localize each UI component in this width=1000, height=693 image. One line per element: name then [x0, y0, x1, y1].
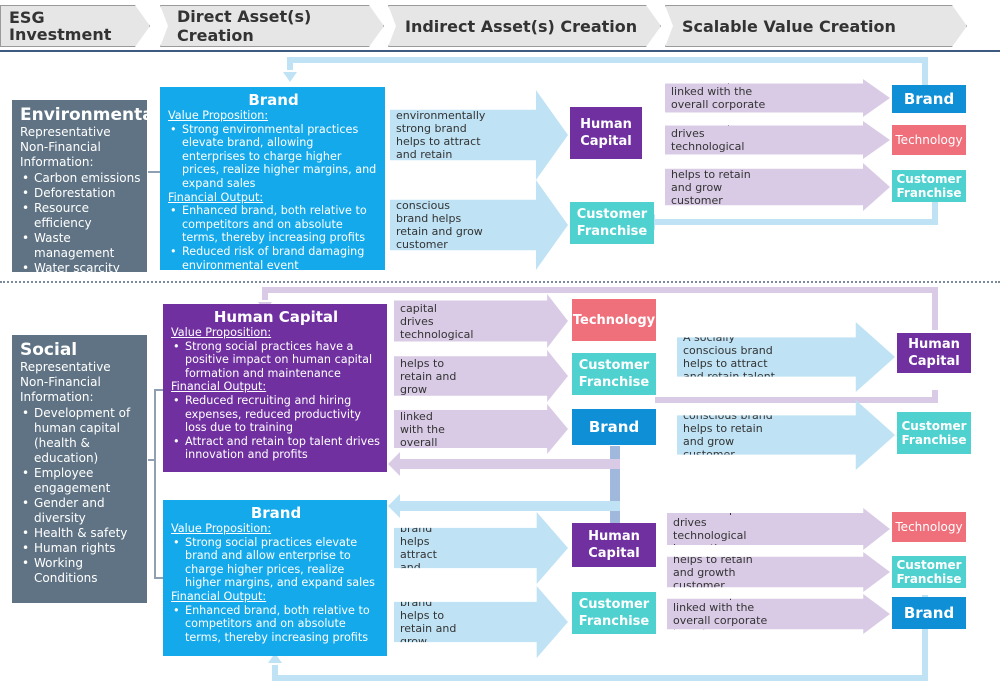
list-item: Health & safety [20, 526, 141, 541]
social-br-out-customer-franchise: Customer Franchise [892, 556, 966, 588]
environmental-title: Environmental [20, 105, 160, 125]
social-br-node-customer-franchise: Customer Franchise [572, 592, 656, 634]
env-arrow-tech: Human capital drives technological innov… [665, 121, 890, 159]
social-hc-node-customer-franchise: Customer Franchise [572, 353, 656, 395]
list-item: Water scarcity [20, 261, 141, 276]
env-out-brand: Brand [892, 85, 966, 113]
social-br-node-human-capital: Human Capital [572, 523, 656, 567]
social-br-arrow-retain: Human capital helps to retain and growth… [667, 552, 890, 592]
social-br-arrow-linked: Human capital is linked with the overall… [667, 594, 890, 634]
env-out-technology: Technology [892, 125, 966, 155]
section-divider [0, 281, 1000, 283]
list-item: Employee engagement [20, 466, 141, 496]
header-esg-investment: ESG Investment [0, 5, 150, 47]
financial-output-label: Financial Output: [171, 380, 267, 394]
env-arrow-linked: Human capital is linked with the overall… [665, 79, 890, 117]
social-br-out-technology: Technology [892, 512, 966, 542]
social-title: Social [20, 340, 78, 360]
list-item: Reduced recruiting and hiring expenses, … [171, 394, 381, 435]
list-item: Waste management [20, 231, 141, 261]
header-divider [0, 50, 1000, 52]
env-arrow-retain: Human capital helps to retain and grow c… [665, 163, 890, 211]
environmental-list: Carbon emissions Deforestation Resource … [20, 171, 141, 276]
social-hc-node-brand: Brand [572, 409, 656, 445]
social-brand-box: Brand Value Proposition: Strong social p… [163, 500, 387, 656]
social-brand-title: Brand [250, 504, 302, 522]
list-item: Gender and diversity [20, 496, 141, 526]
list-item: Reduced risk of brand damaging environme… [168, 245, 379, 272]
financial-output-label: Financial Output: [168, 190, 264, 204]
arrow-label: A socially conscious brand helps to attr… [683, 331, 775, 383]
header-indirect-asset-creation: Indirect Asset(s) Creation [388, 5, 661, 47]
value-proposition-label: Value Proposition: [171, 326, 272, 339]
social-right-node-human-capital: Human Capital [897, 333, 971, 373]
env-node-customer-franchise: Customer Franchise [570, 202, 654, 244]
social-list: Development of human capital (health & e… [20, 406, 141, 586]
value-proposition-label: Value Proposition: [168, 109, 269, 122]
social-hc-node-technology: Technology [572, 299, 656, 341]
list-item: Enhanced brand, both relative to competi… [168, 204, 379, 245]
social-br-out-brand: Brand [892, 597, 966, 629]
header-direct-asset-creation: Direct Asset(s) Creation [160, 5, 384, 47]
list-item: Strong environmental practices elevate b… [168, 123, 379, 191]
social-hc-title: Human Capital [213, 308, 339, 326]
list-item: Development of human capital (health & e… [20, 406, 141, 466]
social-hc-arrow-retain: Human capital helps to retain and grow c… [394, 350, 568, 402]
financial-output-label: Financial Output: [171, 589, 267, 603]
list-item: Attract and retain top talent drives inn… [171, 435, 381, 462]
list-item: Carbon emissions [20, 171, 141, 186]
social-hc-arrow-tech: Human capital drives technological innov… [394, 294, 568, 348]
social-intro: Representative Non-Financial Information… [20, 360, 111, 404]
list-item: Enhanced brand, both relative to competi… [171, 604, 381, 645]
env-node-human-capital: Human Capital [570, 107, 642, 159]
environmental-intro: Representative Non-Financial Information… [20, 125, 111, 169]
list-item: Deforestation [20, 186, 141, 201]
list-item: Resource efficiency [20, 201, 141, 231]
list-item: Human rights [20, 541, 141, 556]
env-brand-box: Brand Value Proposition: Strong environm… [160, 87, 385, 272]
social-hc-arrow-linked: Human capital is linked with the overall… [394, 404, 568, 454]
social-right-node-customer-franchise: Customer Franchise [897, 412, 971, 454]
header-scalable-value-creation: Scalable Value Creation [665, 5, 967, 47]
env-brand-title: Brand [248, 91, 299, 109]
social-human-capital-box: Human Capital Value Proposition: Strong … [163, 304, 387, 472]
environmental-panel: Environmental Representative Non-Financi… [12, 100, 160, 276]
list-item: Strong social practices elevate brand an… [171, 536, 381, 590]
list-item: Strong social practices have a positive … [171, 340, 381, 381]
social-br-arrow-tech: Human capital drives technological innov… [667, 508, 890, 550]
list-item: Working Conditions [20, 556, 141, 586]
env-out-customer-franchise: Customer Franchise [892, 170, 966, 202]
social-panel: Social Representative Non-Financial Info… [12, 335, 147, 603]
value-proposition-label: Value Proposition: [171, 522, 272, 535]
